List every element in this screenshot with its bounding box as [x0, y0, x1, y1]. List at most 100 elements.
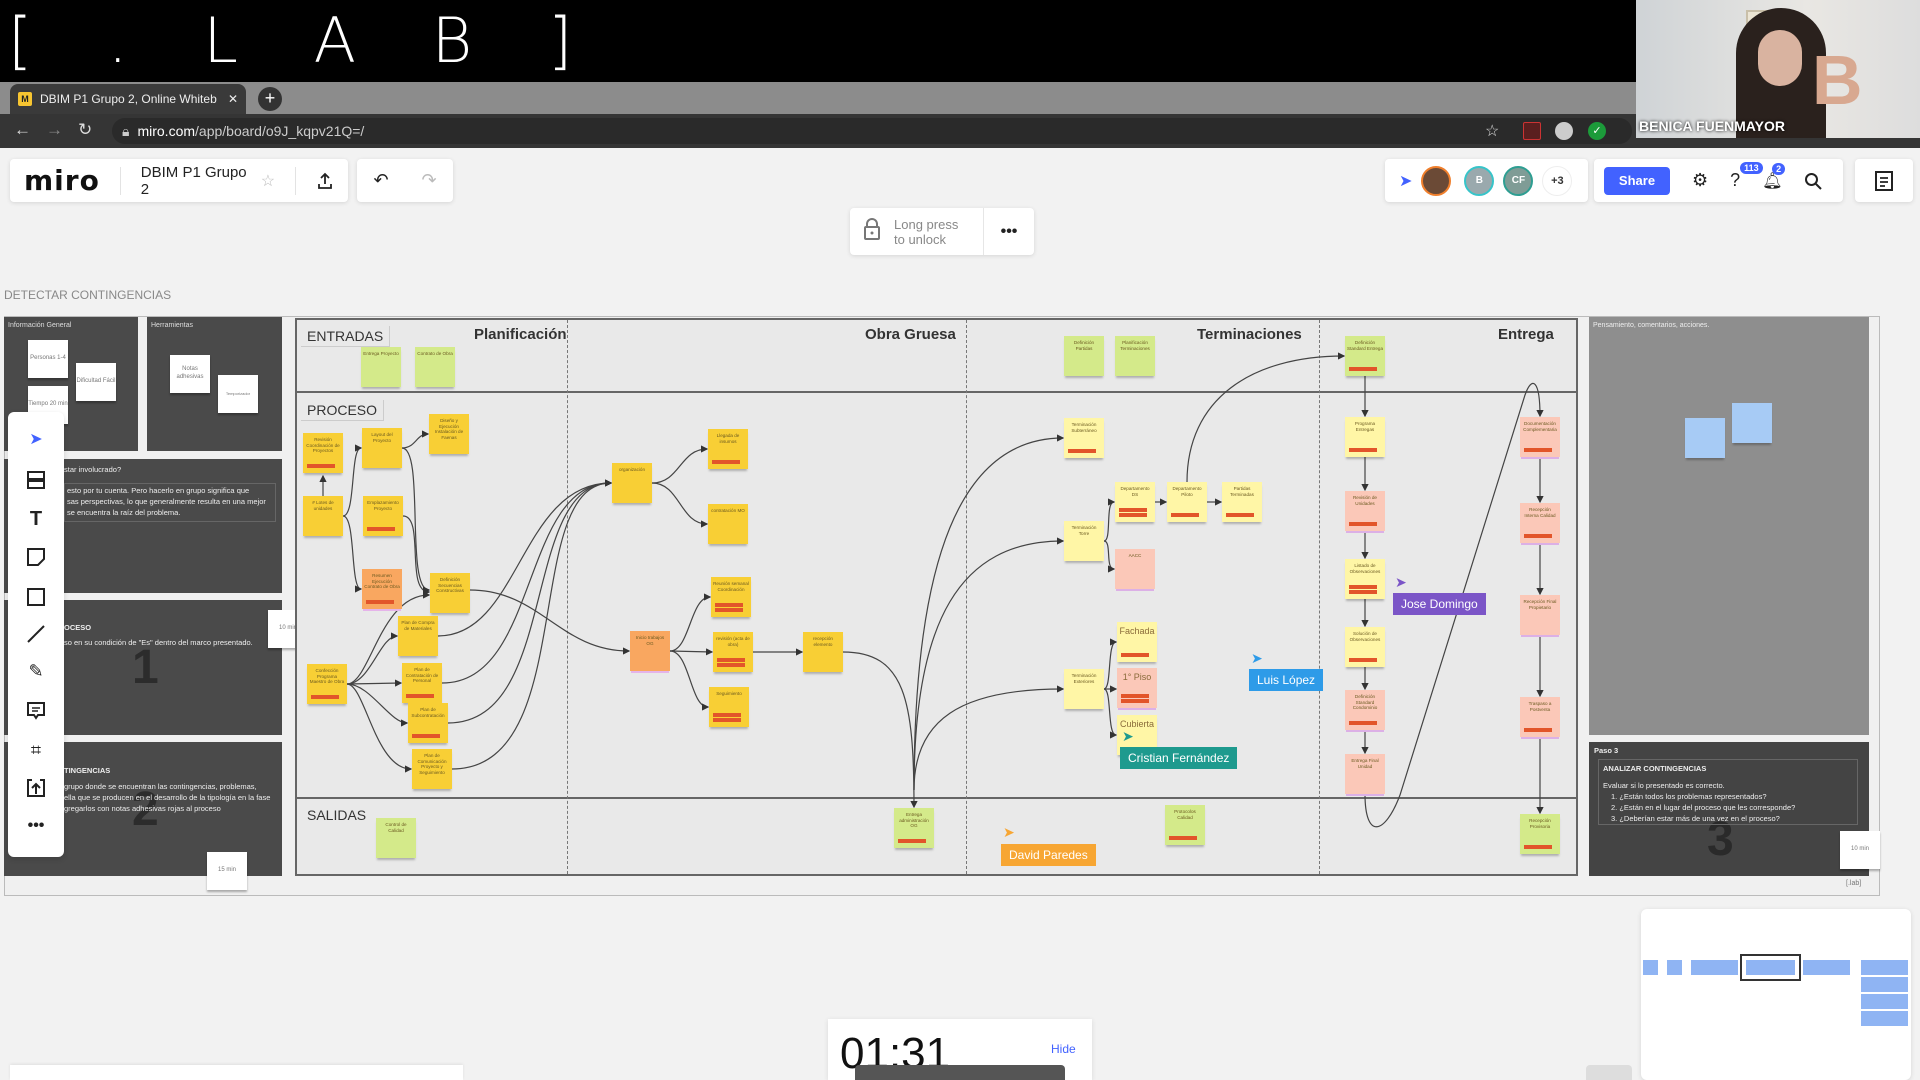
sticky-note[interactable]: Emplazamiento Proyecto [363, 496, 403, 536]
bottom-toolbar[interactable] [10, 1065, 463, 1080]
sticky-note[interactable]: Revisión de Unidades [1345, 491, 1385, 531]
notes-panel-button[interactable] [1855, 159, 1913, 202]
browser-tab[interactable]: M DBIM P1 Grupo 2, Online Whiteb ✕ [10, 84, 246, 114]
select-cursor-icon[interactable]: ➤ [29, 431, 43, 448]
sticky-note[interactable]: organización [612, 463, 652, 503]
check-extension-icon[interactable]: ✓ [1588, 122, 1606, 140]
sticky-note[interactable]: Seguimiento [709, 687, 749, 727]
sticky-note[interactable]: Solución de Observaciones [1345, 627, 1385, 667]
sticky-note[interactable]: Definición Standard Entrega [1345, 336, 1385, 376]
upload-export-icon[interactable] [316, 172, 334, 190]
sticky-note[interactable]: Reunión semanal Coordinación [711, 577, 751, 617]
sticky-note[interactable]: Programa Entregas [1345, 417, 1385, 457]
sticky-note[interactable]: Layout del Proyecto [362, 428, 402, 468]
line-tool-icon[interactable] [24, 622, 48, 646]
more-options-icon[interactable]: ••• [1000, 222, 1018, 240]
blue-sticky-note[interactable] [1732, 403, 1772, 443]
sticky-note-icon[interactable] [24, 545, 48, 569]
sticky-note[interactable]: Resumen Ejecución Contrato de Obra [362, 569, 402, 609]
tools-note[interactable]: Temporizador [218, 375, 258, 413]
info-note[interactable]: Dificultad Fácil [76, 363, 116, 401]
sticky-note[interactable]: Control de Calidad [376, 818, 416, 858]
sticky-note[interactable]: Traspaso a Postventa [1520, 697, 1560, 737]
reload-icon[interactable]: ↻ [78, 120, 93, 139]
pdf-extension-icon[interactable] [1523, 122, 1541, 140]
bottom-right-button[interactable] [1586, 1065, 1632, 1080]
sticky-note[interactable]: Revisión Coordinación de Proyectos [303, 433, 343, 473]
bookmark-star-icon[interactable]: ☆ [1485, 123, 1500, 140]
sticky-note[interactable]: Definición Partidas [1064, 336, 1104, 376]
notifications-bell-icon[interactable]: 🔔︎2 [1762, 162, 1786, 191]
sticky-note[interactable]: Inicio trabajos OG [630, 631, 670, 671]
help-icon[interactable]: ?113 [1730, 162, 1763, 191]
sticky-note[interactable]: Protocolos Calidad [1165, 805, 1205, 845]
blue-sticky-note[interactable] [1685, 418, 1725, 458]
text-tool-icon[interactable]: T [29, 507, 43, 530]
templates-icon[interactable] [24, 468, 48, 492]
sticky-note[interactable]: Plan de Contratación de Personal [402, 663, 442, 703]
miro-logo[interactable]: miro [24, 164, 100, 197]
share-button[interactable]: Share [1604, 166, 1670, 195]
more-tools-icon[interactable]: ••• [27, 817, 45, 834]
sticky-note[interactable]: Entrega Proyecto [361, 347, 401, 387]
info-note[interactable]: Personas 1-4 [28, 340, 68, 378]
sticky-note[interactable]: Entrega Final Unidad [1345, 754, 1385, 794]
close-tab-icon[interactable]: ✕ [227, 92, 238, 106]
timer-note[interactable]: 10 min [1840, 831, 1880, 869]
redo-icon[interactable]: ↷ [421, 170, 437, 190]
sticky-note[interactable]: Partidas Terminadas [1222, 482, 1262, 522]
sticky-note[interactable]: contratación MO [708, 504, 748, 544]
search-icon[interactable] [1804, 172, 1823, 190]
sticky-note[interactable]: Departamento DS [1115, 482, 1155, 522]
sticky-note[interactable]: Definición Secuencias Constructivas [430, 573, 470, 613]
sticky-note[interactable]: Plan de Subcontratación [408, 703, 448, 743]
minimap-viewport[interactable] [1740, 954, 1801, 981]
extension-icon[interactable] [1555, 122, 1573, 140]
avatar-cf[interactable]: CF [1503, 165, 1534, 196]
sticky-note[interactable]: Terminación Torre [1064, 521, 1104, 561]
sticky-note[interactable]: revisión (acta de obra) [713, 632, 753, 672]
sticky-note[interactable]: Departamento Piloto [1167, 482, 1207, 522]
tools-note[interactable]: Notas adhesivas [170, 355, 210, 393]
forward-icon[interactable]: → [46, 120, 63, 139]
frame-tool-icon[interactable]: ⌗ [30, 739, 42, 760]
more-collaborators[interactable]: +3 [1542, 165, 1573, 196]
shape-rectangle-icon[interactable] [24, 585, 48, 609]
sticky-note[interactable]: Recepción Interna Calidad [1520, 503, 1560, 543]
sticky-note[interactable]: Planificación Terminaciones [1115, 336, 1155, 376]
sticky-note[interactable]: Plan de Comunicación Proyecto y Seguimie… [412, 749, 452, 789]
sticky-note[interactable]: recepción elemento [803, 632, 843, 672]
sticky-note[interactable]: Fachada [1117, 622, 1157, 662]
sticky-note[interactable]: Definición Standard Condominio [1345, 690, 1385, 730]
cursor-filter-icon[interactable]: ➤ [1399, 172, 1413, 190]
avatar-photo[interactable] [1421, 165, 1452, 196]
sticky-note[interactable]: Terminación Exteriores [1064, 669, 1104, 709]
sticky-note[interactable]: Diseño y Ejecución Instalación de Faenas [429, 414, 469, 454]
back-icon[interactable]: ← [14, 120, 31, 139]
pen-icon[interactable]: ✎ [28, 660, 44, 681]
board-minimap[interactable] [1641, 909, 1911, 1080]
sticky-note[interactable]: Confección Programa Maestro de Obra [307, 664, 347, 704]
sticky-note[interactable]: 1° Piso [1117, 668, 1157, 708]
sticky-note[interactable]: Contrato de Obra [415, 347, 455, 387]
sticky-note[interactable]: Llegada de insumos [708, 429, 748, 469]
sticky-note[interactable]: Recepción Final Propietario [1520, 595, 1560, 635]
sticky-note[interactable]: AACC [1115, 549, 1155, 589]
sticky-note[interactable]: Plan de Compra de Materiales [398, 616, 438, 656]
sticky-note[interactable]: Terminación Subterráneo [1064, 418, 1104, 458]
timer-note[interactable]: 15 min [207, 852, 247, 890]
upload-icon[interactable] [24, 776, 48, 800]
sticky-note[interactable]: Recepción Provisoria [1520, 814, 1560, 854]
comment-icon[interactable] [24, 699, 48, 723]
sticky-note[interactable]: Listado de Observaciones [1345, 559, 1385, 599]
new-tab-button[interactable]: + [258, 87, 282, 111]
avatar-b[interactable]: B [1464, 165, 1495, 196]
settings-sliders-icon[interactable]: ⚙︎ [1692, 170, 1709, 190]
sticky-note[interactable]: # Lotes de unidades [303, 496, 343, 536]
star-icon[interactable]: ☆ [260, 172, 276, 190]
undo-icon[interactable]: ↶ [373, 170, 389, 190]
board-name[interactable]: DBIM P1 Grupo 2 [140, 163, 247, 198]
timer-controls-bar[interactable] [855, 1065, 1065, 1080]
sticky-note[interactable]: Documentación Complementaria [1520, 417, 1560, 457]
